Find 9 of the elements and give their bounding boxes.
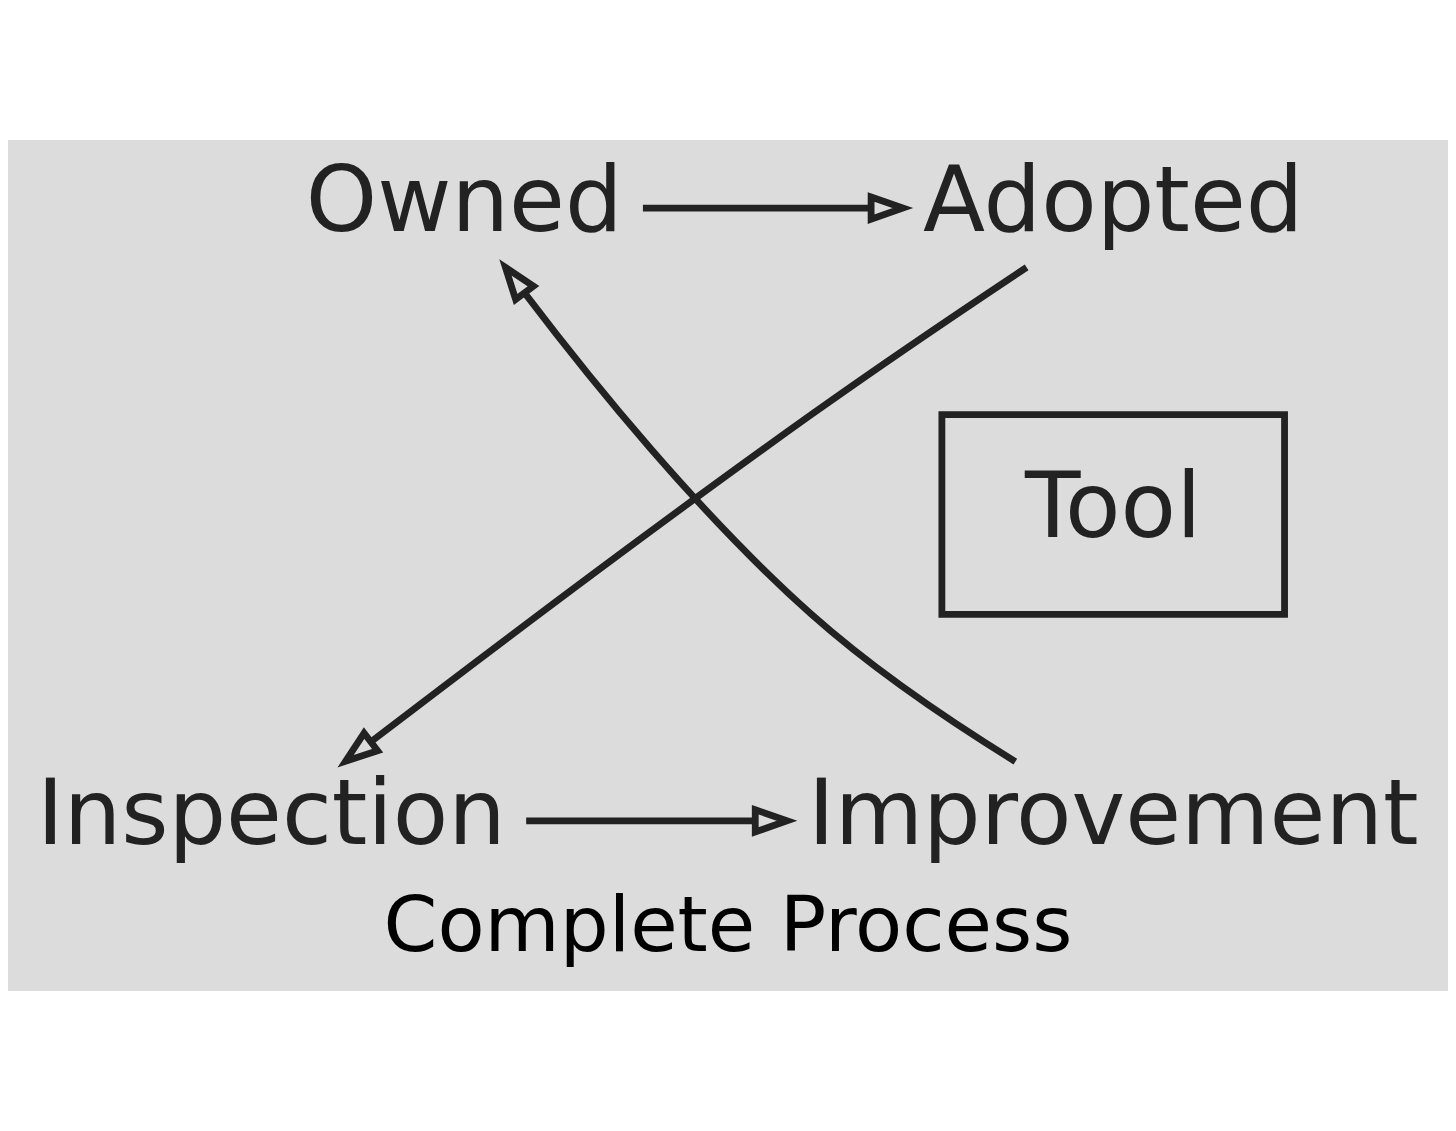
arrow [642,192,914,224]
node-text: Owned [305,146,623,252]
node-text: Adopted [923,146,1304,252]
node-text: Improvement [807,759,1419,865]
arrow [337,264,1029,768]
node-box: Tool [938,411,1288,618]
arrow [499,259,1018,765]
caption: Complete Process [383,878,1073,969]
node-text: Inspection [36,759,506,865]
